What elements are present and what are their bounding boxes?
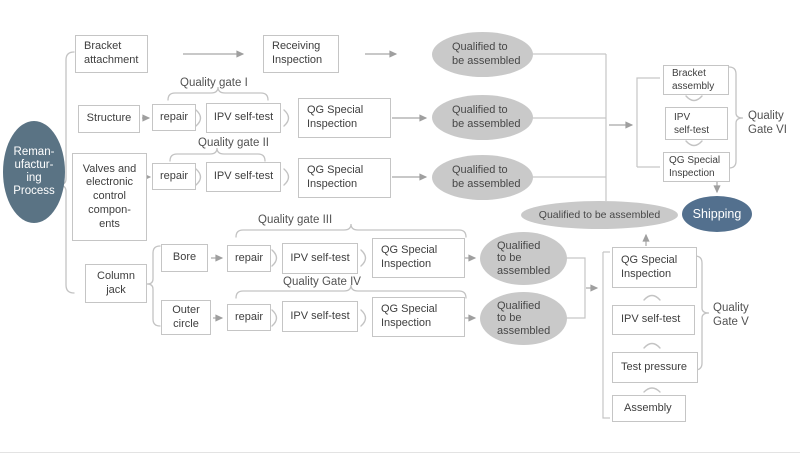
node-qg-special-inspection-gate6: QG Special Inspection <box>663 152 730 182</box>
node-column-jack: Column jack <box>85 264 147 303</box>
node-qg-special-inspection-valves: QG Special Inspection <box>298 158 391 198</box>
status-qualified-row3: Qualified to be assembled <box>432 155 533 200</box>
node-valves-components: Valves and electronic control compon- en… <box>72 153 147 241</box>
chevron-connectors <box>195 95 703 393</box>
label-quality-gate-6: Quality Gate VI <box>748 110 787 137</box>
flow-arrows <box>142 50 721 322</box>
remanufacturing-process-ellipse: Reman- ufactur- ing Process <box>3 121 65 223</box>
node-qg-special-inspection-structure: QG Special Inspection <box>298 98 391 138</box>
node-receiving-inspection: Receiving Inspection <box>263 35 339 73</box>
node-ipv-self-test-structure: IPV self-test <box>206 103 281 133</box>
node-qg-special-inspection-outer: QG Special Inspection <box>372 297 465 337</box>
label-quality-gate-5: Quality Gate V <box>713 302 749 329</box>
node-structure: Structure <box>78 105 140 133</box>
node-repair-structure: repair <box>152 104 196 131</box>
node-ipv-self-test-outer: IPV self-test <box>282 301 358 332</box>
label-quality-gate-3: Quality gate III <box>258 214 333 226</box>
node-ipv-self-test-gate6: IPV self-test <box>665 107 728 140</box>
node-qg-special-inspection-bore: QG Special Inspection <box>372 238 465 278</box>
node-bracket-attachment: Bracket attachment <box>75 35 148 73</box>
node-bore: Bore <box>161 244 208 272</box>
status-qualified-outer: Qualified to be assembled <box>480 292 567 345</box>
node-repair-valves: repair <box>152 163 196 190</box>
status-qualified-column-jack: Qualified to be assembled <box>521 201 678 229</box>
node-repair-bore: repair <box>227 245 271 272</box>
status-qualified-bore: Qualified to be assembled <box>480 232 567 285</box>
label-quality-gate-1: Quality gate I <box>180 77 248 89</box>
status-qualified-row1: Qualified to be assembled <box>432 32 533 77</box>
node-repair-outer: repair <box>227 304 271 331</box>
node-ipv-self-test-valves: IPV self-test <box>206 162 281 192</box>
node-qg-special-inspection-gate5: QG Special Inspection <box>612 247 697 288</box>
label-quality-gate-2: Quality gate II <box>198 137 269 149</box>
node-assembly: Assembly <box>612 395 686 422</box>
node-test-pressure: Test pressure <box>612 352 698 383</box>
node-outer-circle: Outer circle <box>161 300 211 335</box>
label-quality-gate-4: Quality Gate IV <box>283 276 361 288</box>
shipping-ellipse: Shipping <box>682 196 752 232</box>
collector-lines <box>530 53 660 419</box>
node-ipv-self-test-gate5: IPV self-test <box>612 305 695 335</box>
node-ipv-self-test-bore: IPV self-test <box>282 243 358 274</box>
node-bracket-assembly: Bracket assembly <box>663 65 729 95</box>
status-qualified-row2: Qualified to be assembled <box>432 95 533 140</box>
